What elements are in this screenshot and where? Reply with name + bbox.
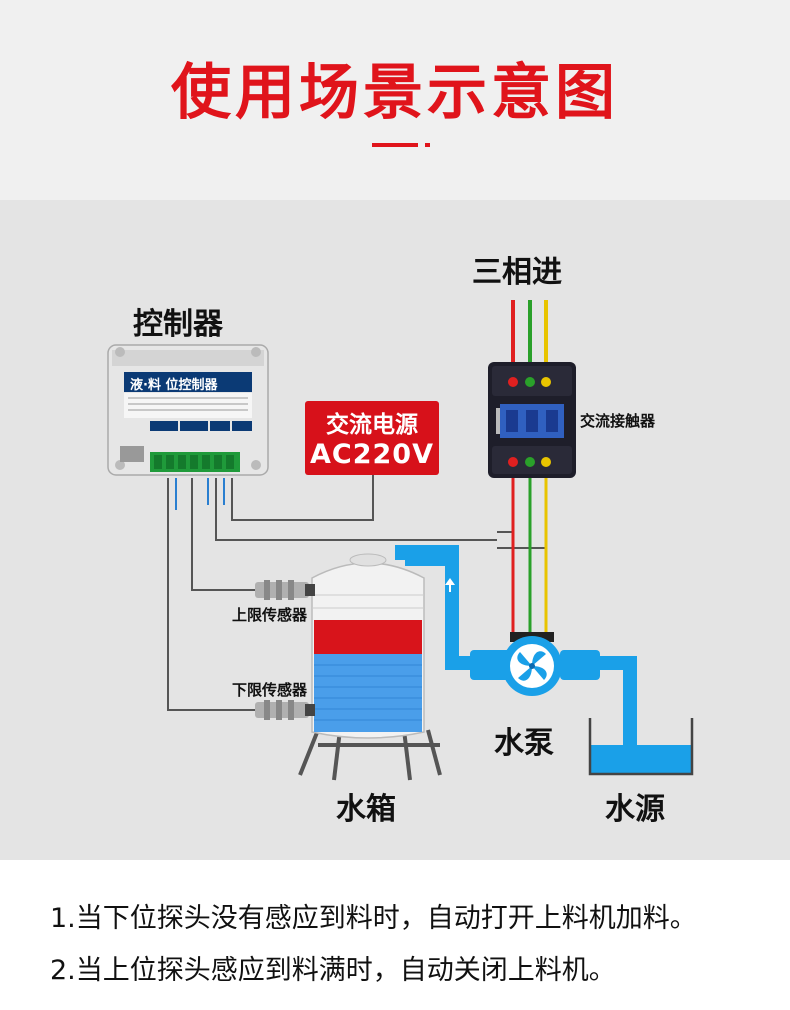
- tank-device: [298, 553, 442, 781]
- lower-sensor-label: 下限传感器: [232, 681, 308, 699]
- water-source: [588, 718, 694, 776]
- power-label-line2: AC220V: [310, 439, 434, 470]
- notes-section: 1.当下位探头没有感应到料时，自动打开上料机加料。 2.当上位探头感应到料满时，…: [0, 860, 790, 1010]
- power-label-line1: 交流电源: [326, 412, 418, 438]
- pump-label: 水泵: [494, 726, 554, 761]
- upper-sensor-label: 上限传感器: [232, 606, 308, 624]
- page-title: 使用场景示意图: [171, 58, 619, 128]
- header: 使用场景示意图: [0, 0, 790, 200]
- controller-device: [107, 344, 269, 476]
- source-label: 水源: [605, 792, 665, 827]
- note-1: 1.当下位探头没有感应到料时，自动打开上料机加料。: [50, 903, 697, 934]
- ac-power-box: 交流电源 AC220V: [305, 401, 439, 475]
- contactor-label: 交流接触器: [580, 412, 656, 430]
- title-underline: [372, 143, 418, 147]
- title-underline-dot: [425, 143, 430, 147]
- tank-label: 水箱: [336, 792, 396, 827]
- upper-sensor-device: [255, 580, 315, 600]
- control-wires: [167, 475, 546, 711]
- lower-sensor-device: [255, 700, 315, 720]
- contactor-device: [488, 362, 576, 478]
- pump-device: [470, 632, 600, 696]
- note-2: 2.当上位探头感应到料满时，自动关闭上料机。: [50, 955, 616, 986]
- three-phase-label: 三相进: [472, 255, 562, 290]
- controller-label: 控制器: [133, 307, 223, 342]
- controller-panel-title: 液·料 位控制器: [130, 378, 218, 393]
